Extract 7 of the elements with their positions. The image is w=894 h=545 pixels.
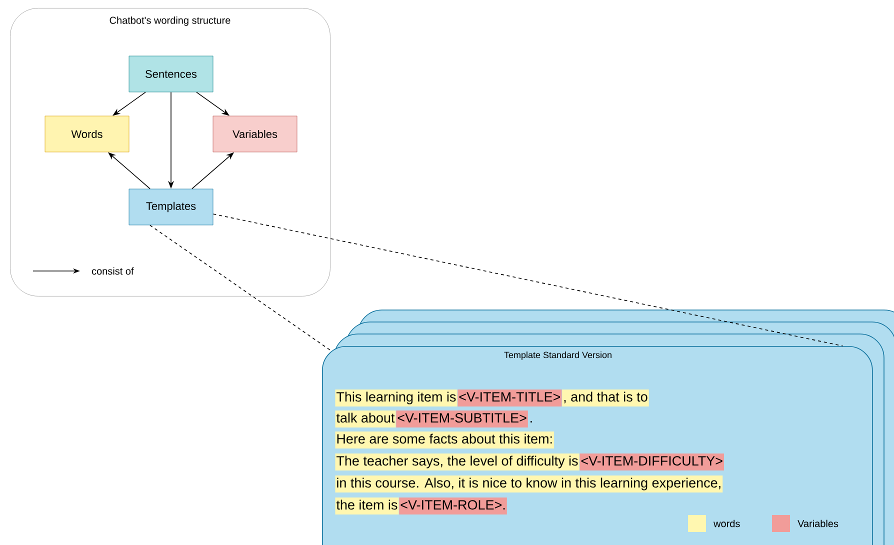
legend-label: consist of [92, 267, 134, 275]
connector [212, 214, 844, 346]
connector [150, 224, 330, 350]
concept-box: Templates [128, 188, 214, 226]
concept-box: Variables [212, 116, 298, 152]
concept-box: Sentences [128, 56, 214, 92]
concept-box: Words [44, 116, 130, 152]
